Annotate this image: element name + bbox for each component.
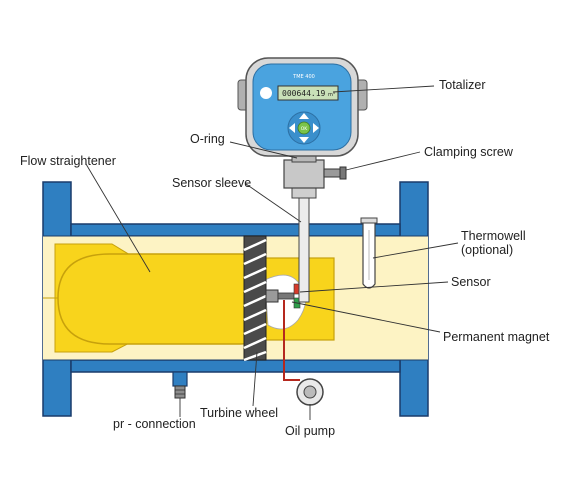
- totalizer-label: Totalizer: [439, 78, 486, 92]
- down-arrow-icon[interactable]: [299, 137, 309, 143]
- oil-pump-system: [283, 300, 324, 406]
- sensor-sleeve: [283, 139, 325, 303]
- sensor-sleeve-label: Sensor sleeve: [172, 176, 252, 190]
- o-ring-label: O-ring: [190, 132, 225, 146]
- flow-straightener: [43, 243, 261, 353]
- ok-button-label: OK: [301, 126, 309, 132]
- totalizer-unit: m³: [328, 92, 335, 98]
- thermowell-label: Thermowell (optional): [461, 229, 526, 257]
- oil-pump-label: Oil pump: [285, 424, 336, 438]
- right-arrow-icon[interactable]: [313, 123, 319, 133]
- left-arrow-icon[interactable]: [289, 123, 295, 133]
- sensor-label: Sensor: [451, 275, 491, 289]
- flow-straightener-label: Flow straightener: [20, 154, 116, 168]
- up-arrow-icon[interactable]: [299, 113, 309, 119]
- clamping-screw: [323, 166, 347, 180]
- pr-connection-label: pr - connection: [113, 417, 196, 431]
- totalizer-reading: 000644.19: [282, 89, 326, 98]
- totalizer-model: TME 400: [292, 74, 315, 80]
- leader-lines: [85, 85, 459, 420]
- ok-button[interactable]: [297, 121, 311, 135]
- clamping-screw-label: Clamping screw: [424, 145, 513, 159]
- turbine-wheel-label: Turbine wheel: [200, 406, 279, 420]
- thermowell: [360, 217, 378, 289]
- permanent-magnet-label: Permanent magnet: [443, 330, 550, 344]
- turbine-wheel: [243, 235, 267, 362]
- totalizer-housing: TME 400 000644.19 m³ OK: [237, 57, 368, 157]
